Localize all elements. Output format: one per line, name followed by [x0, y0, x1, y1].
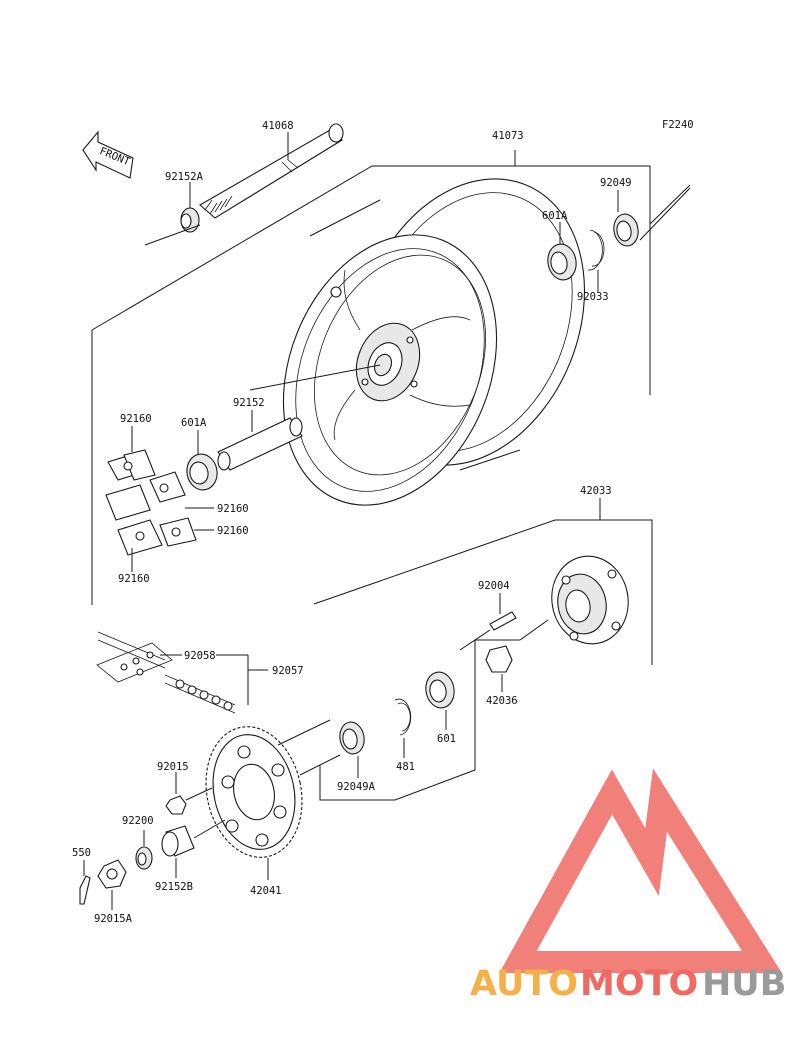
label-92152A: 92152A	[165, 171, 204, 183]
circlip-481	[394, 698, 412, 758]
axle-thread	[204, 195, 233, 215]
label-92057: 92057	[272, 665, 304, 677]
label-41073: 41073	[492, 130, 524, 142]
wheel-group-outline	[91, 150, 651, 605]
washer-92200	[135, 830, 153, 870]
label-92160-b: 92160	[217, 503, 249, 515]
nut-92015A	[97, 859, 127, 910]
carrier-42033	[519, 555, 629, 645]
bearing-601A-left	[186, 430, 218, 491]
dampers-92160	[105, 426, 214, 572]
front-arrow-icon: FRONT	[82, 130, 134, 179]
chain-links	[175, 679, 233, 711]
stud-92004	[459, 593, 517, 651]
label-92160-d: 92160	[118, 573, 150, 585]
axle-41068	[199, 123, 344, 219]
collar-92152B	[161, 819, 226, 878]
watermark-part-auto: AUTO	[470, 964, 578, 1004]
label-92049-top: 92049	[600, 177, 632, 189]
watermark-text: AUTO MOTO HUB	[470, 964, 786, 1004]
watermark-part-hub: HUB	[702, 964, 786, 1004]
wheel-41073	[249, 178, 586, 506]
nut-92015	[165, 772, 213, 815]
label-601A-top: 601A	[542, 210, 568, 222]
chain-92057	[96, 631, 268, 714]
collar-92152A	[144, 182, 201, 246]
bearing-601	[425, 671, 455, 730]
label-481: 481	[396, 761, 415, 773]
sprocket-42041	[205, 719, 341, 880]
seal-92049	[613, 190, 639, 247]
label-92160-c: 92160	[217, 525, 249, 537]
label-92152B: 92152B	[155, 881, 193, 893]
label-92160-a: 92160	[120, 413, 152, 425]
label-92004: 92004	[478, 580, 510, 592]
circlip-92033	[587, 229, 605, 292]
label-42036: 42036	[486, 695, 518, 707]
nut-42036	[485, 645, 513, 692]
carrier-group-outline	[313, 498, 653, 801]
label-601A-left: 601A	[181, 417, 207, 429]
label-92015A: 92015A	[94, 913, 133, 925]
watermark-part-moto: MOTO	[580, 964, 698, 1004]
diagram-code: F2240	[662, 119, 694, 131]
label-92049A: 92049A	[337, 781, 376, 793]
label-92058: 92058	[184, 650, 216, 662]
label-92015: 92015	[157, 761, 189, 773]
bearing-601A-top	[547, 222, 577, 281]
cotter-pin-550	[79, 860, 91, 905]
label-601: 601	[437, 733, 456, 745]
label-550: 550	[72, 847, 91, 859]
label-92200: 92200	[122, 815, 154, 827]
seal-92049A	[339, 721, 365, 778]
label-42033: 42033	[580, 485, 612, 497]
label-92152: 92152	[233, 397, 265, 409]
spacer-92152	[217, 410, 303, 471]
label-92033: 92033	[577, 291, 609, 303]
label-41068: 41068	[262, 120, 294, 132]
label-42041: 42041	[250, 885, 282, 897]
watermark-logo-icon	[499, 768, 782, 973]
